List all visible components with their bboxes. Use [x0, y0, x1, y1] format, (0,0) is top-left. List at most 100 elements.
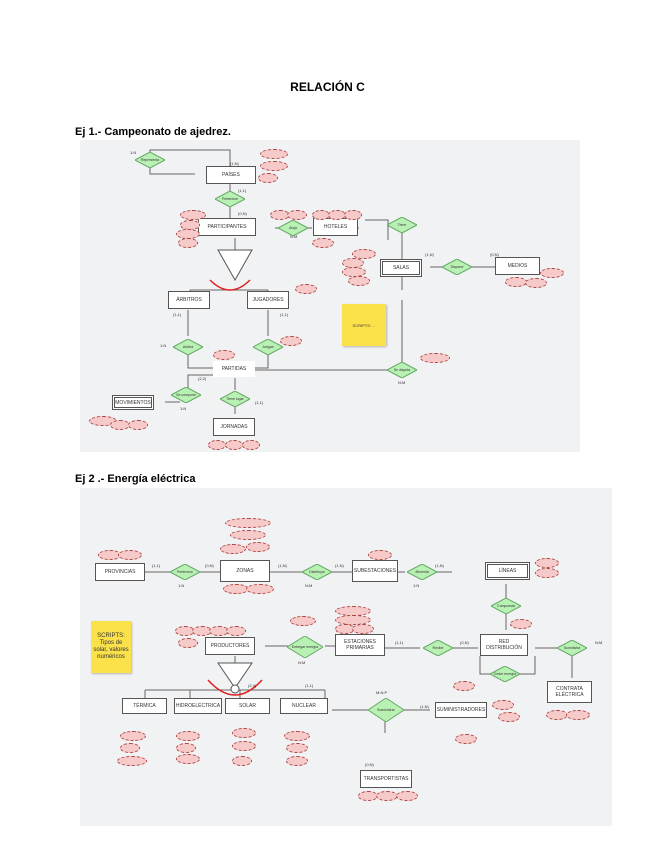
- attribute: [178, 638, 198, 648]
- cardinality: 1:N: [160, 343, 167, 348]
- attribute: [180, 210, 206, 220]
- attribute: [232, 728, 256, 738]
- attribute: [295, 284, 317, 294]
- entity-red-distribucion[interactable]: RED DISTRIBUCIÓN: [480, 634, 528, 656]
- entity-subestaciones[interactable]: SUBESTACIONES: [352, 560, 398, 582]
- relationship-tiene[interactable]: Tiene: [387, 217, 417, 233]
- attribute: [358, 791, 378, 801]
- cardinality: 1:N: [180, 406, 187, 411]
- attribute: [498, 712, 520, 722]
- attribute: [368, 550, 392, 560]
- attribute: [128, 420, 148, 430]
- attribute: [352, 624, 374, 634]
- entity-productores[interactable]: PRODUCTORES: [205, 637, 255, 655]
- attribute: [226, 626, 246, 636]
- relationship-se-disputa[interactable]: Se disputa: [387, 362, 417, 378]
- attribute: [505, 277, 527, 287]
- cardinality: (0,N): [460, 640, 469, 645]
- cardinality: 1:N: [130, 150, 137, 155]
- cardinality: (1,N): [425, 252, 434, 257]
- attribute: [284, 731, 310, 741]
- relationship-ceder-energia[interactable]: Ceder energía: [490, 666, 520, 682]
- relationship-pertenece[interactable]: Pertenece: [215, 191, 245, 207]
- attribute: [492, 700, 514, 710]
- entity-lineas[interactable]: LÍNEAS: [485, 562, 530, 580]
- entity-salas[interactable]: SALAS: [380, 259, 422, 277]
- entity-estaciones-primarias[interactable]: ESTACIONES PRIMARIAS: [335, 634, 385, 656]
- attribute: [455, 734, 477, 744]
- relationship-dispone[interactable]: Dispone: [442, 259, 472, 275]
- cardinality: (1,N): [335, 563, 344, 568]
- attribute: [540, 268, 564, 278]
- cardinality: (1,1): [280, 312, 289, 317]
- entity-jornadas[interactable]: JORNADAS: [213, 418, 255, 436]
- attribute: [348, 276, 370, 286]
- relationship-juegan[interactable]: Juegan: [253, 339, 283, 355]
- entity-suministradores[interactable]: SUMINISTRADORES: [435, 702, 487, 718]
- relationship-entregar-energia[interactable]: Entregar energía: [287, 636, 323, 658]
- cardinality: 1:N: [413, 583, 420, 588]
- entity-hoteles[interactable]: HOTELES: [313, 218, 358, 236]
- attribute: [242, 440, 260, 450]
- cardinality: (0,N): [205, 563, 214, 568]
- connectors: [144, 571, 573, 733]
- attribute: [110, 420, 130, 430]
- attribute: [260, 149, 288, 159]
- entity-zonas[interactable]: ZONAS: [220, 560, 270, 582]
- attribute: [280, 336, 302, 346]
- cardinality: (0,N): [365, 762, 374, 767]
- entity-contrata-electrica[interactable]: CONTRATA ELÉCTRICA: [547, 681, 592, 703]
- entity-termica[interactable]: TÉRMICA: [122, 698, 167, 714]
- connectors: [149, 149, 495, 414]
- cardinality: 1:N: [178, 583, 185, 588]
- relationship-representa[interactable]: Representa: [135, 152, 165, 168]
- entity-provincias[interactable]: PROVINCIAS: [95, 563, 145, 581]
- attribute: [286, 756, 308, 766]
- er-diagram-chess: PAÍSES PARTICIPANTES HOTELES SALAS MEDIO…: [80, 140, 580, 452]
- cardinality: (1,N): [435, 563, 444, 568]
- attribute: [287, 210, 307, 220]
- relationship-suministra[interactable]: Suministra: [557, 640, 587, 656]
- relationship-compuesta[interactable]: Compuesta: [491, 598, 521, 614]
- entity-hidroelectrica[interactable]: HIDROELÉCTRICA: [174, 698, 222, 714]
- cardinality: (1,1): [395, 640, 404, 645]
- entity-solar[interactable]: SOLAR: [225, 698, 270, 714]
- attribute: [220, 544, 246, 554]
- attribute: [335, 615, 371, 625]
- cardinality: (0,N): [490, 252, 499, 257]
- entity-paises[interactable]: PAÍSES: [206, 166, 256, 184]
- relationship-arbitra[interactable]: Arbitra: [173, 339, 203, 355]
- attribute: [246, 584, 274, 594]
- attribute: [230, 530, 266, 540]
- entity-partidas[interactable]: PARTIDAS: [213, 361, 255, 377]
- entity-medios[interactable]: MEDIOS: [495, 257, 540, 275]
- entity-movimientos[interactable]: MOVIMIENTOS: [112, 395, 154, 410]
- attribute: [232, 756, 252, 766]
- relationship-suministrar[interactable]: Suministrar: [368, 698, 404, 722]
- cardinality: (1,N): [420, 704, 429, 709]
- entity-arbitros[interactable]: ÁRBITROS: [168, 291, 210, 309]
- attribute: [376, 791, 398, 801]
- attribute: [396, 791, 418, 801]
- relationship-alimenta[interactable]: Alimenta: [407, 564, 437, 580]
- sticky-note: SCRIPTS: Tipos de solar, valores numéric…: [91, 621, 131, 673]
- attribute: [535, 568, 559, 578]
- cardinality: (1,N): [278, 563, 287, 568]
- cardinality: (2,4): [248, 683, 257, 688]
- entity-nuclear[interactable]: NUCLEAR: [280, 698, 328, 714]
- attribute: [120, 731, 146, 741]
- relationship-distribuye[interactable]: Distribuye: [302, 564, 332, 580]
- relationship-pertenece[interactable]: Pertenece: [170, 564, 200, 580]
- relationship-se-compone[interactable]: Se compone: [171, 387, 201, 403]
- attribute: [453, 681, 475, 691]
- attribute: [232, 741, 256, 751]
- entity-transportistas[interactable]: TRANSPORTISTAS: [360, 770, 412, 788]
- entity-jugadores[interactable]: JUGADORES: [247, 291, 289, 309]
- relationship-tiene-lugar[interactable]: Tiene lugar: [220, 391, 250, 407]
- entity-participantes[interactable]: PARTICIPANTES: [198, 218, 256, 236]
- attribute: [213, 350, 235, 360]
- relationship-aloja[interactable]: Aloja: [278, 220, 308, 236]
- attribute: [290, 616, 316, 626]
- attribute: [566, 710, 590, 720]
- relationship-recibe[interactable]: Recibe: [423, 640, 453, 656]
